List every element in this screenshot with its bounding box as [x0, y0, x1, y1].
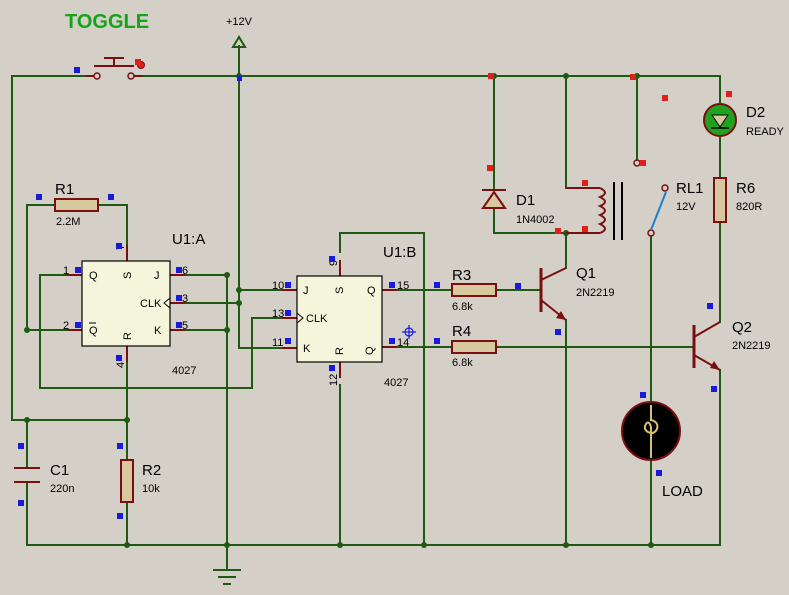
resistor-r3[interactable]: R3 6.8k	[451, 267, 497, 313]
r1-ref: R1	[55, 181, 74, 198]
u1b-pinnum-9: 9	[328, 260, 340, 266]
q1-ref: Q1	[576, 265, 596, 282]
u1a-ref: U1:A	[172, 231, 205, 248]
diode-d1[interactable]: D1 1N4002	[481, 189, 555, 226]
load-lamp[interactable]: LOAD	[621, 401, 703, 500]
q1-value: 2N2219	[576, 287, 615, 299]
u1a-pinnum-4: 4	[115, 362, 127, 368]
toggle-title: TOGGLE	[65, 11, 149, 33]
junction-dots	[24, 73, 654, 548]
r3-ref: R3	[452, 267, 471, 284]
u1b-pinnum-10: 10	[272, 280, 284, 292]
resistor-r2[interactable]: R2 10k	[120, 459, 161, 503]
q2-ref: Q2	[732, 319, 752, 336]
crosshair-marker	[402, 325, 416, 339]
u1a-pin-qb: Q	[89, 325, 98, 337]
u1b-pin-r: R	[334, 347, 346, 355]
r4-ref: R4	[452, 323, 471, 340]
u1a-pin-r: R	[122, 332, 134, 340]
u1a-pin-q: Q	[89, 270, 98, 282]
load-label: LOAD	[662, 483, 703, 500]
r6-value: 820R	[736, 201, 762, 213]
u1a-pinnum-6: 6	[182, 265, 188, 277]
capacitor-c1[interactable]: C1 220n	[14, 462, 74, 495]
u1b-pin-k: K	[303, 343, 311, 355]
u1b-pin-s: S	[334, 287, 346, 294]
u1b-pin-q: Q	[367, 285, 376, 297]
d1-ref: D1	[516, 192, 535, 209]
u1a-pinnum-2: 2	[63, 320, 69, 332]
q2-value: 2N2219	[732, 340, 771, 352]
u1b-pinnum-15: 15	[397, 280, 409, 292]
u1a-pin-s: S	[122, 272, 134, 279]
u1a-pinnum-5: 5	[182, 320, 188, 332]
supply-terminal: +12V	[226, 16, 253, 48]
r4-value: 6.8k	[452, 357, 473, 369]
ic-u1a[interactable]: Q J CLK K Q S R U1:A 4027 1 2 6 3 5 7 4	[63, 231, 205, 377]
u1b-pinnum-11: 11	[272, 337, 283, 349]
relay-rl1[interactable]: RL1 12V	[566, 159, 704, 240]
transistor-q2[interactable]: Q2 2N2219	[692, 319, 771, 371]
u1b-pinnum-12: 12	[328, 374, 340, 386]
u1b-pin-j: J	[303, 285, 309, 297]
rl1-ref: RL1	[676, 180, 704, 197]
r3-value: 6.8k	[452, 301, 473, 313]
d2-ref: D2	[746, 104, 765, 121]
c1-ref: C1	[50, 462, 69, 479]
r2-ref: R2	[142, 462, 161, 479]
u1b-pin-clk: CLK	[306, 313, 328, 325]
d2-value: READY	[746, 126, 785, 138]
c1-value: 220n	[50, 483, 74, 495]
pin-markers	[18, 59, 732, 519]
r6-ref: R6	[736, 180, 755, 197]
led-d2[interactable]: D2 READY	[703, 103, 785, 138]
u1b-pinnum-13: 13	[272, 308, 284, 320]
rl1-value: 12V	[676, 201, 696, 213]
u1a-pinnum-3: 3	[182, 293, 188, 305]
resistor-r6[interactable]: R6 820R	[713, 177, 762, 223]
r1-value: 2.2M	[56, 216, 80, 228]
resistor-r1[interactable]: R1 2.2M	[54, 181, 99, 228]
u1a-part: 4027	[172, 365, 196, 377]
wires	[11, 45, 721, 571]
resistor-r4[interactable]: R4 6.8k	[451, 323, 497, 369]
u1a-pin-j: J	[154, 270, 160, 282]
u1a-pin-clk: CLK	[140, 298, 162, 310]
r2-value: 10k	[142, 483, 160, 495]
supply-label: +12V	[226, 16, 253, 28]
ic-u1b[interactable]: J Q CLK K Q S R U1:B 4027 10 13 11 15 14…	[272, 244, 416, 389]
transistor-q1[interactable]: Q1 2N2219	[539, 265, 615, 321]
ground-symbol	[213, 569, 241, 585]
u1a-pinnum-1: 1	[63, 265, 69, 277]
u1b-pin-qb: Q	[364, 346, 376, 355]
u1a-pin-k: K	[154, 325, 162, 337]
u1b-ref: U1:B	[383, 244, 416, 261]
d1-value: 1N4002	[516, 214, 555, 226]
u1b-part: 4027	[384, 377, 408, 389]
u1b-pinnum-14: 14	[397, 337, 409, 349]
